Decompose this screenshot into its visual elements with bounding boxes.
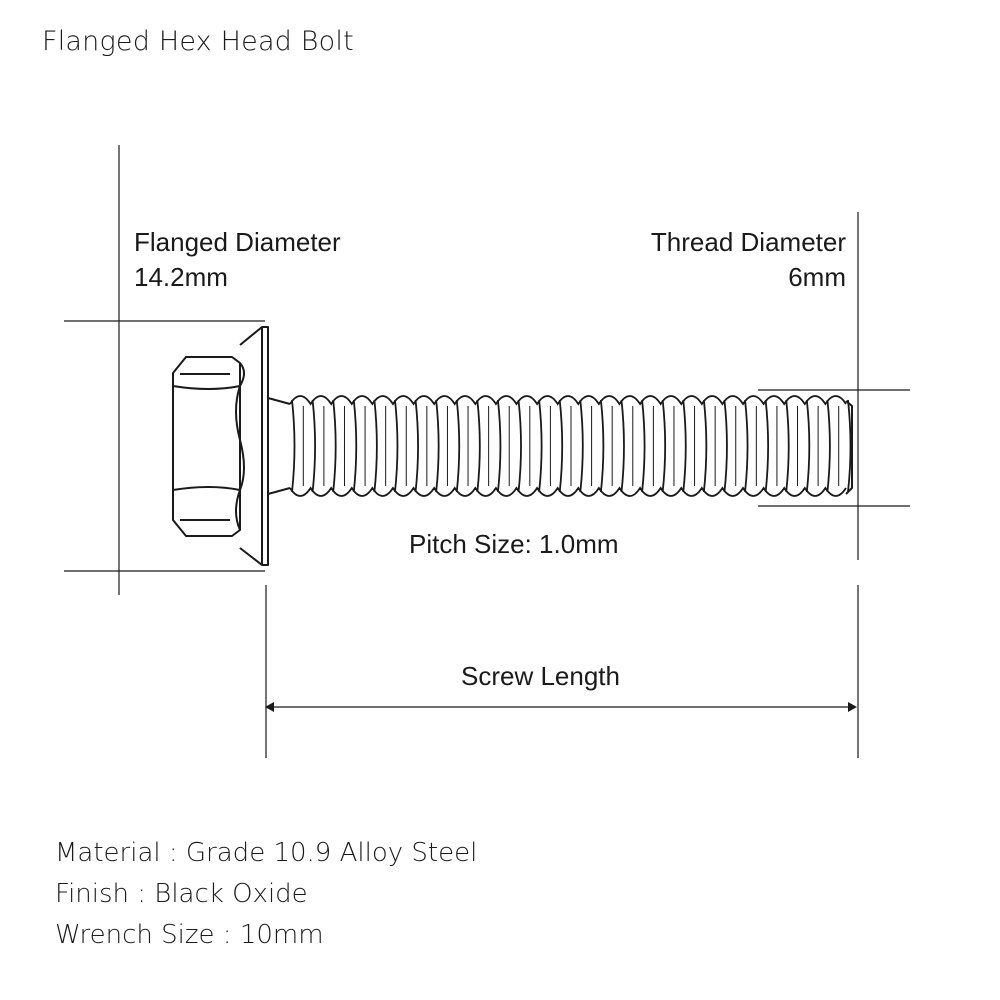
thread-line	[558, 399, 564, 493]
hex-face-line-bottom	[172, 486, 241, 491]
thread-line	[435, 399, 440, 493]
thread-line	[497, 399, 502, 493]
screw-length-label: Screw Length	[461, 661, 620, 691]
thread-line	[620, 399, 625, 493]
thread-line	[702, 399, 708, 493]
thread-line	[847, 399, 852, 493]
thread-line	[599, 399, 605, 493]
thread-line	[414, 399, 419, 493]
thread-line	[517, 399, 522, 493]
thread-line	[764, 399, 770, 493]
spec-finish: Finish : Black Oxide	[55, 879, 308, 909]
thread-line	[394, 399, 399, 493]
bolt-threads	[289, 395, 852, 497]
hex-edge-wave	[235, 362, 245, 531]
thread-line	[352, 399, 358, 493]
hex-head-outline	[172, 356, 241, 537]
thread-line	[332, 399, 337, 493]
thread-diameter-value: 6mm	[788, 262, 846, 292]
thread-line	[661, 399, 667, 493]
thread-line	[291, 399, 296, 493]
arrowhead-right	[848, 702, 857, 712]
thread-line	[744, 399, 749, 493]
shank-neck-top	[267, 397, 291, 405]
pitch-size-label: Pitch Size: 1.0mm	[409, 529, 619, 559]
thread-line	[723, 399, 728, 493]
thread-line	[476, 399, 481, 493]
bolt-head	[172, 326, 269, 566]
thread-profile-top	[289, 395, 847, 406]
thread-profile-bottom	[289, 486, 847, 497]
length-arrowheads	[265, 702, 857, 712]
thread-line	[373, 399, 378, 493]
thread-line	[538, 399, 543, 493]
spec-material: Material : Grade 10.9 Alloy Steel	[55, 838, 478, 868]
page-title: Flanged Hex Head Bolt	[42, 26, 354, 57]
dimension-lines	[64, 145, 910, 758]
arrowhead-left	[265, 702, 274, 712]
thread-line	[311, 399, 316, 493]
thread-line	[785, 399, 790, 493]
flanged-diameter-value: 14.2mm	[134, 262, 228, 292]
thread-line	[826, 399, 831, 493]
flange-outline	[239, 326, 269, 566]
spec-wrench-size: Wrench Size : 10mm	[55, 920, 324, 950]
thread-line	[805, 399, 811, 493]
shank-neck-bottom	[267, 487, 291, 495]
hex-face-line-top	[172, 385, 241, 390]
thread-line	[682, 399, 687, 493]
thread-line	[455, 399, 461, 493]
thread-diameter-title: Thread Diameter	[650, 227, 846, 257]
flanged-diameter-label: Flanged Diameter 14.2mm	[134, 225, 341, 295]
thread-line	[641, 399, 646, 493]
thread-diameter-label: Thread Diameter 6mm	[651, 225, 846, 295]
thread-line	[579, 399, 584, 493]
flanged-diameter-title: Flanged Diameter	[134, 227, 341, 257]
